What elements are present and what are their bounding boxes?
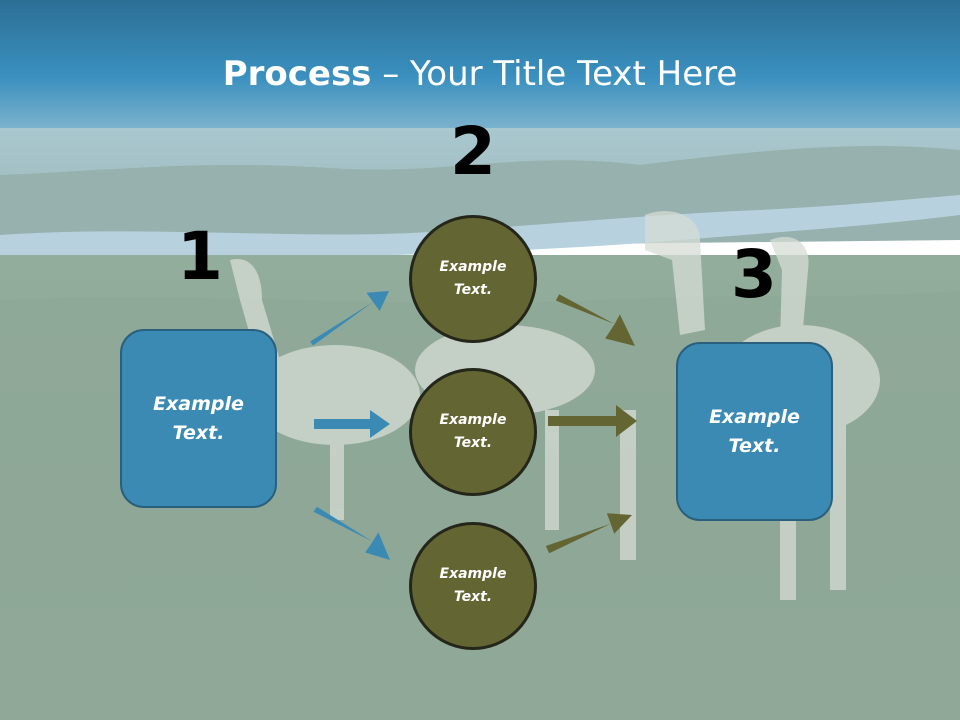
left-box-line1: Example bbox=[153, 392, 244, 415]
right-box-line2: Text. bbox=[728, 434, 781, 457]
left-process-box: Example Text. bbox=[120, 329, 277, 508]
circle-bottom-line2: Text. bbox=[453, 589, 493, 605]
arrow-blue-up bbox=[310, 291, 389, 346]
title-rest: – Your Title Text Here bbox=[371, 54, 738, 94]
circle-bottom: Example Text. bbox=[409, 522, 537, 650]
arrow-blue-down bbox=[313, 506, 390, 560]
step-number-1: 1 bbox=[177, 218, 223, 295]
circle-middle: Example Text. bbox=[409, 368, 537, 496]
circle-top-line1: Example bbox=[439, 259, 507, 275]
slide-title: Process – Your Title Text Here bbox=[0, 52, 960, 96]
right-process-box: Example Text. bbox=[676, 342, 833, 521]
right-box-line1: Example bbox=[709, 405, 800, 428]
arrow-olive-up bbox=[545, 513, 632, 554]
circle-middle-line2: Text. bbox=[453, 435, 493, 451]
circle-middle-line1: Example bbox=[439, 412, 507, 428]
left-box-line2: Text. bbox=[172, 421, 225, 444]
circle-top-line2: Text. bbox=[453, 282, 493, 298]
circle-top: Example Text. bbox=[409, 215, 537, 343]
title-bold: Process bbox=[222, 54, 372, 94]
arrow-blue-right bbox=[314, 410, 390, 438]
arrow-olive-right bbox=[548, 405, 637, 437]
circle-bottom-line1: Example bbox=[439, 566, 507, 582]
step-number-2: 2 bbox=[450, 113, 496, 190]
arrow-olive-down bbox=[555, 294, 635, 346]
step-number-3: 3 bbox=[731, 236, 777, 313]
